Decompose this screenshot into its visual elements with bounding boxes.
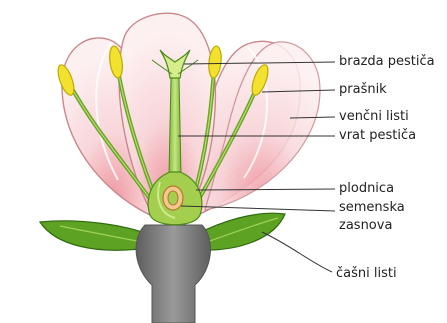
label-style: vrat pestiča [339, 128, 416, 144]
sepal-left [40, 221, 150, 250]
ovule [163, 186, 183, 210]
label-petals: venčni listi [339, 109, 409, 125]
label-ovary: plodnica [339, 181, 394, 197]
leader-sepals [262, 232, 332, 272]
label-ovule-line2: zasnova [339, 218, 392, 234]
receptacle [136, 225, 210, 323]
label-ovule-line1: semenska [339, 200, 405, 216]
label-sepals: čašni listi [336, 266, 397, 282]
label-stigma: brazda pestiča [339, 54, 435, 70]
label-anther: prašnik [339, 82, 387, 98]
